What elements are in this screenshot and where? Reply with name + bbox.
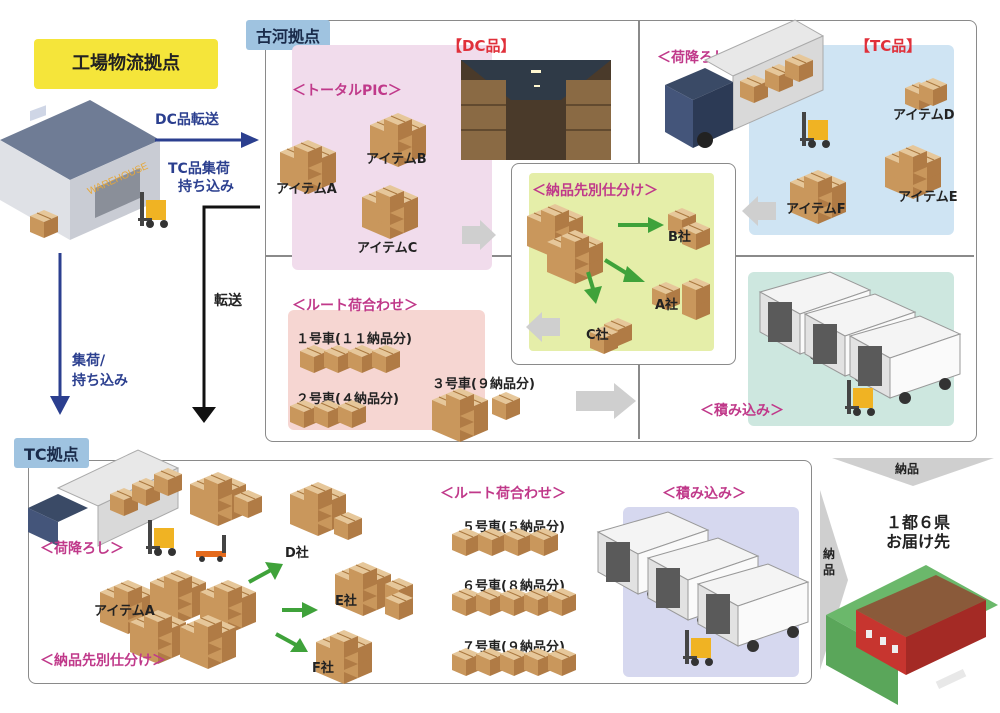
factory-label: 工場物流拠点	[34, 39, 218, 89]
sorting-source-stack	[527, 200, 607, 270]
factory-warehouse-illustration: WAREHOUSE	[0, 100, 160, 240]
delivery-arrow-top	[832, 458, 994, 486]
route-to-loading-arrow	[576, 383, 636, 419]
truck-3-boxes	[432, 388, 521, 433]
tc-arrow-d	[248, 562, 283, 584]
dc-transfer-arrow	[155, 132, 259, 148]
collect-label-1: 集荷/	[72, 353, 106, 369]
collect-arrow	[50, 253, 70, 415]
factory-title: 工場物流拠点	[72, 53, 180, 74]
koga-loading-label: ＜積み込み＞	[700, 403, 784, 419]
item-a-label: アイテムA	[276, 182, 337, 197]
tc-bring-label-1: TC品集荷	[168, 161, 230, 177]
tc-unloading-cart	[196, 535, 226, 562]
truck-6-boxes	[451, 587, 577, 617]
delivery-top-label: 納品	[895, 462, 920, 476]
tc-unloading-label: ＜荷降ろし＞	[40, 541, 124, 557]
tc-unloading-forklift-icon	[146, 520, 176, 556]
item-d-label: アイテムD	[893, 108, 955, 123]
company-c-label: C社	[586, 328, 609, 343]
koga-unloading-forklift-icon	[800, 112, 830, 148]
item-c-label: アイテムC	[357, 241, 418, 256]
sorting-to-route-arrow	[526, 312, 560, 342]
item-b-label: アイテムB	[366, 152, 427, 167]
koga-unloading-truck	[665, 19, 825, 148]
koga-sorting-label: ＜納品先別仕分け＞	[532, 183, 658, 199]
company-f-label: F社	[312, 661, 334, 676]
dc-to-sorting-arrow	[462, 220, 496, 250]
sorting-arrow-c	[584, 271, 602, 304]
tc-bring-label-2: 持ち込み	[178, 179, 234, 195]
tc-item-a-label: アイテムA	[94, 604, 155, 619]
factory-forklift-icon	[138, 192, 168, 228]
tc-route-label: ＜ルート荷合わせ＞	[440, 486, 566, 502]
tc-title: 【TC品】	[855, 37, 922, 55]
dc-title: 【DC品】	[447, 37, 516, 55]
company-d-label: D社	[285, 546, 309, 561]
tc-arrow-e	[282, 602, 318, 618]
sorting-arrow-b	[618, 217, 664, 233]
company-f-boxes	[316, 626, 396, 686]
transfer-label: 転送	[214, 293, 242, 309]
tc-loading-label: ＜積み込み＞	[662, 486, 746, 502]
company-b-label: B社	[668, 230, 691, 245]
transfer-arrow	[192, 205, 260, 423]
tc-loading-forklift-icon	[683, 630, 713, 666]
tc-arrow-f	[275, 632, 308, 652]
destination-line2: お届け先	[885, 532, 950, 551]
item-c-stack	[362, 185, 432, 230]
tc-sorting-label: ＜納品先別仕分け＞	[40, 653, 166, 669]
collect-label-2: 持ち込み	[72, 373, 128, 389]
total-pic-label: ＜トータルPIC＞	[292, 83, 402, 99]
delivery-side-label: 納品	[823, 547, 836, 577]
tc-unloading-truck	[28, 449, 183, 547]
destination-line1: １都６県	[885, 513, 950, 532]
item-f-label: アイテムF	[786, 202, 846, 217]
warehouse-photo	[461, 60, 611, 160]
sorting-arrow-a	[603, 258, 645, 282]
truck-3-label: ３号車(９納品分)	[432, 377, 535, 392]
item-e-label: アイテムE	[898, 190, 958, 205]
truck-1-label: １号車(１１納品分)	[296, 332, 412, 347]
koga-loading-forklift-icon	[845, 380, 875, 416]
tc-hub-label: TC拠点	[14, 438, 89, 468]
company-d-boxes	[290, 478, 363, 541]
truck-2-boxes	[289, 399, 367, 429]
company-a-label: A社	[655, 298, 679, 313]
truck-5-boxes	[451, 527, 559, 557]
company-e-label: E社	[335, 594, 357, 609]
truck-1-boxes	[299, 344, 401, 374]
koga-route-label: ＜ルート荷合わせ＞	[292, 298, 418, 314]
item-e-stack	[885, 145, 955, 190]
tc-to-sorting-arrow	[742, 196, 776, 226]
dc-transfer-label: DC品転送	[155, 112, 219, 128]
truck-7-boxes	[451, 647, 577, 677]
tc-received-boxes	[190, 468, 263, 528]
destination-building	[826, 565, 998, 705]
